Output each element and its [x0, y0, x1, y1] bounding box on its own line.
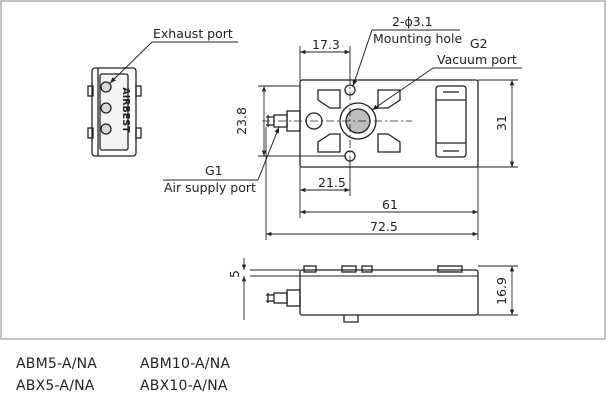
air-supply-leader [163, 126, 280, 181]
dim-23-8: 23.8 [234, 107, 249, 135]
dim-61: 61 [382, 197, 398, 212]
model-name: ABM5-A/NA [16, 356, 98, 372]
model-name: ABX5-A/NA [16, 378, 95, 394]
technical-drawing: AIRBEST Exhaust port [0, 0, 606, 340]
mounting-hole-dim-label: 2-ϕ3.1 [392, 14, 433, 29]
mounting-hole-leader [352, 29, 460, 87]
dim-16-9: 16.9 [494, 277, 509, 305]
model-list: ABM5-A/NA ABM10-A/NA ABX5-A/NA ABX10-A/N… [16, 356, 316, 400]
dim-5: 5 [227, 270, 242, 278]
brand-text: AIRBEST [120, 87, 131, 133]
g2-label: G2 [470, 36, 488, 51]
air-supply-port-label: Air supply port [164, 180, 256, 195]
dim-31: 31 [494, 115, 509, 131]
bottom-view [266, 265, 479, 323]
top-view [266, 79, 479, 168]
model-name: ABX10-A/NA [140, 378, 228, 394]
exhaust-leader [109, 41, 238, 84]
model-name: ABM10-A/NA [140, 356, 231, 372]
bottom-extension-lines [241, 258, 518, 320]
dim-21-5: 21.5 [318, 175, 346, 190]
dim-17-3: 17.3 [312, 37, 340, 52]
mounting-hole-label: Mounting hole [373, 31, 463, 46]
model-row: ABX5-A/NA ABX10-A/NA [16, 378, 316, 400]
vacuum-port-label: Vacuum port [437, 52, 517, 67]
exhaust-port-label: Exhaust port [153, 26, 233, 41]
g1-label: G1 [205, 163, 223, 178]
side-view [87, 67, 142, 157]
technical-drawing-frame: AIRBEST Exhaust port [0, 0, 606, 340]
dim-72-5: 72.5 [370, 219, 398, 234]
border-frame [0, 0, 606, 340]
dimension-lines [261, 49, 515, 237]
vacuum-port-leader [371, 67, 522, 111]
model-row: ABM5-A/NA ABM10-A/NA [16, 356, 316, 378]
